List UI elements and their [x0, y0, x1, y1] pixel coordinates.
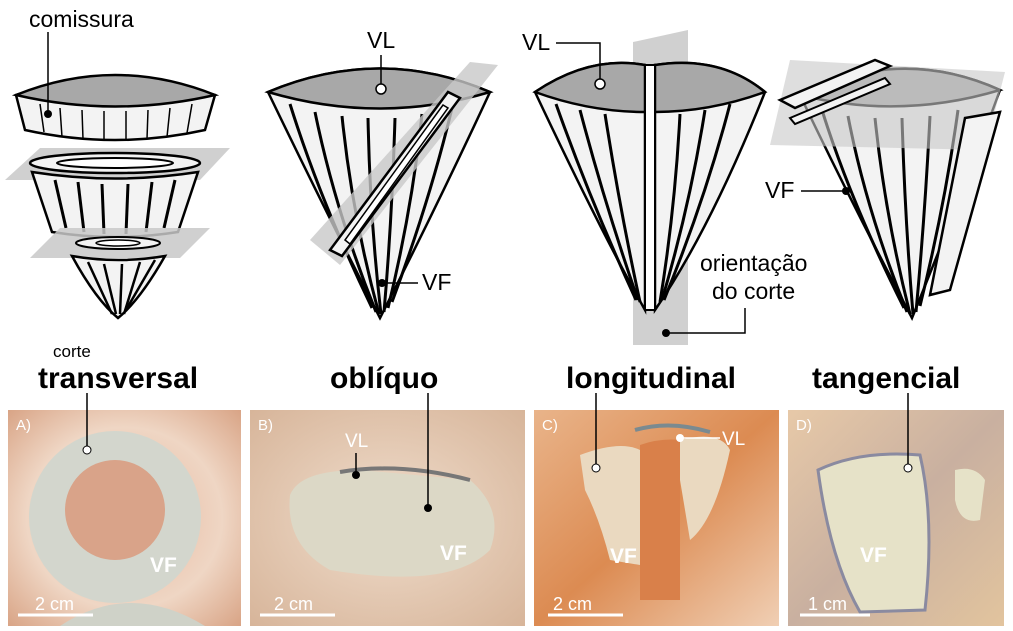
title-transversal: transversal: [38, 362, 198, 395]
diagram-obliquo: VL VF: [268, 27, 498, 318]
photo-b-scale: 2 cm: [274, 594, 313, 614]
title-obliquo: oblíquo: [330, 362, 438, 395]
photo-d-scale: 1 cm: [808, 594, 847, 614]
photo-c-vf: VF: [610, 545, 637, 568]
photo-b-vf: VF: [440, 542, 467, 565]
vf-label-tangencial: VF: [765, 177, 794, 203]
photo-a-scale: 2 cm: [35, 594, 74, 614]
photo-c-vl: VL: [722, 429, 745, 450]
diagram-transversal: comissura: [5, 6, 230, 318]
photo-c-scale: 2 cm: [553, 594, 592, 614]
vl-label-longitudinal: VL: [522, 29, 550, 55]
photo-c: C) VL VF 2 cm: [534, 393, 779, 626]
title-longitudinal: longitudinal: [566, 362, 736, 395]
title-tangencial: tangencial: [812, 362, 960, 395]
photo-a-vf: VF: [150, 554, 177, 577]
photo-d-vf: VF: [860, 544, 887, 567]
photo-a: A) VF 2 cm: [8, 393, 241, 626]
orientacao-label-1: orientação: [700, 250, 807, 276]
photo-a-letter: A): [16, 417, 31, 434]
orientacao-label-2: do corte: [712, 278, 795, 304]
vl-label-obliquo: VL: [367, 27, 395, 53]
vf-label-obliquo: VF: [422, 269, 451, 295]
photo-d-letter: D): [796, 417, 812, 434]
photo-b: B) VL VF 2 cm: [250, 393, 525, 626]
photo-b-letter: B): [258, 417, 273, 434]
photo-c-letter: C): [542, 417, 558, 434]
diagram-tangencial: VF: [765, 60, 1005, 318]
corte-label: corte: [53, 342, 91, 361]
photo-b-vl: VL: [345, 431, 368, 452]
photo-d: D) VF 1 cm: [788, 393, 1004, 626]
comissura-label: comissura: [29, 6, 134, 32]
